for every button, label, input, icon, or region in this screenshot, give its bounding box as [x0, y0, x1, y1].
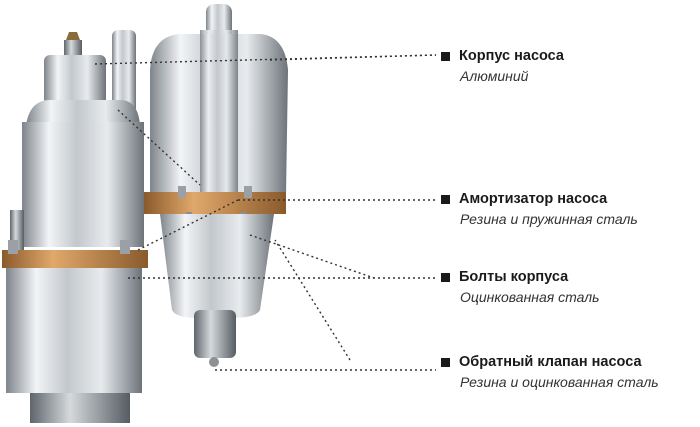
leader-line-bolts-2: [249, 234, 375, 279]
leader-line-shock: [117, 109, 201, 186]
square-bullet-icon: [441, 272, 450, 282]
label-title: Обратный клапан насоса: [459, 354, 642, 370]
label-shock-absorber: Амортизатор насоса Резина и пружинная ст…: [441, 191, 638, 227]
label-material: Оцинкованная сталь: [460, 289, 600, 305]
label-title: Корпус насоса: [459, 48, 564, 64]
square-bullet-icon: [441, 194, 450, 204]
square-bullet-icon: [441, 51, 450, 61]
label-check-valve: Обратный клапан насоса Резина и оцинкова…: [441, 354, 659, 390]
label-material: Резина и пружинная сталь: [460, 211, 638, 227]
leader-line-valve-2: [274, 239, 351, 361]
leader-lines: [94, 54, 437, 371]
leader-line-shock-3: [137, 199, 239, 251]
label-title: Болты корпуса: [459, 269, 569, 285]
right-pump: [144, 4, 288, 367]
label-pump-body: Корпус насоса Алюминий: [441, 48, 564, 84]
square-bullet-icon: [441, 357, 450, 367]
label-title: Амортизатор насоса: [459, 191, 608, 207]
left-pump: [2, 30, 148, 423]
leader-line-body-2: [269, 54, 437, 61]
leader-line-body: [94, 54, 437, 65]
label-material: Резина и оцинкованная сталь: [460, 374, 659, 390]
label-body-bolts: Болты корпуса Оцинкованная сталь: [441, 269, 600, 305]
label-material: Алюминий: [460, 68, 529, 84]
